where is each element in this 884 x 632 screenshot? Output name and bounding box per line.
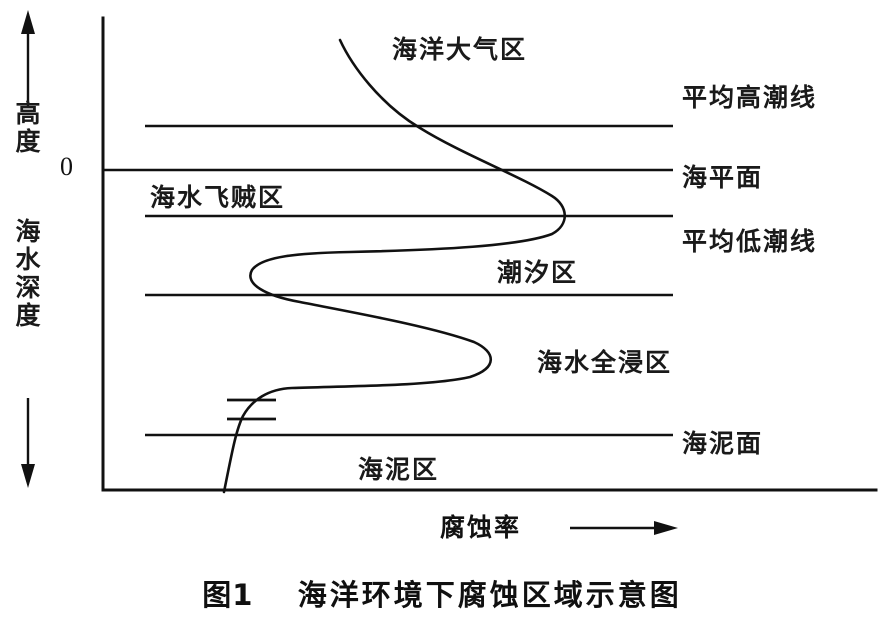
boundary-label-mean-low-tide: 平均低潮线 xyxy=(682,227,818,256)
zone-boundary-lines xyxy=(103,124,673,437)
zone-label-tidal: 潮汐区 xyxy=(497,258,579,287)
boundary-label-mean-high-tide: 平均高潮线 xyxy=(682,83,818,112)
boundary-label-sea-level: 海平面 xyxy=(682,163,764,192)
figure-caption-text: 海洋环境下腐蚀区域示意图 xyxy=(297,578,682,612)
x-axis-arrow xyxy=(570,521,678,535)
axis-break-mark xyxy=(227,398,276,421)
y-axis-upper-label: 高度 xyxy=(12,100,41,156)
plot-axes xyxy=(101,16,878,492)
origin-zero-label: 0 xyxy=(60,152,73,181)
zone-label-splash: 海水飞贼区 xyxy=(150,183,286,212)
y-axis-lower-label: 海水深度 xyxy=(12,218,41,330)
figure-caption: 图1 海洋环境下腐蚀区域示意图 xyxy=(0,572,884,614)
x-axis-label: 腐蚀率 xyxy=(440,513,522,542)
zone-label-marine-atmosphere: 海洋大气区 xyxy=(392,35,528,64)
zone-label-full-immersion: 海水全浸区 xyxy=(537,348,673,377)
zone-label-sea-mud: 海泥区 xyxy=(358,455,440,484)
corrosion-rate-curve xyxy=(222,38,567,494)
figure-caption-number: 图1 xyxy=(202,578,254,612)
y-axis-direction-arrows xyxy=(21,10,35,488)
boundary-label-sea-mud-line: 海泥面 xyxy=(682,429,764,458)
